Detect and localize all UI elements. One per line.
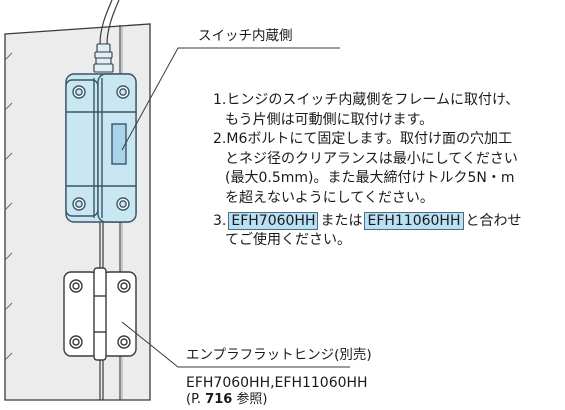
note-1-line-1: ヒンジのスイッチ内蔵側をフレームに取付け、 <box>226 92 520 108</box>
notes-list: 1.ヒンジのスイッチ内蔵側をフレームに取付け、 もう片側は可動側に取付けます。 … <box>213 91 558 251</box>
note-1-number: 1. <box>213 92 227 108</box>
note-2: 2.M6ボルトにて固定します。取付け面の穴加工 とネジ径のクリアランスは最小にし… <box>213 130 558 208</box>
note-3-tail: と合わせ <box>465 212 522 229</box>
note-1: 1.ヒンジのスイッチ内蔵側をフレームに取付け、 もう片側は可動側に取付けます。 <box>213 91 558 130</box>
cable <box>99 0 120 45</box>
switch-side-label: スイッチ内蔵側 <box>198 28 293 44</box>
note-2-number: 2. <box>213 131 227 148</box>
page-reference-suffix: 参照) <box>232 392 268 407</box>
note-2-line-4: を超えないようにしてください。 <box>225 189 434 206</box>
note-1-line-2: もう片側は可動側に取付けます。 <box>225 111 434 128</box>
cable-gland <box>93 43 114 73</box>
note-3-number: 3. <box>213 212 227 229</box>
page-reference-prefix: (P. <box>186 392 206 407</box>
leader-switch-side <box>121 47 340 151</box>
leader-lines <box>121 47 350 368</box>
leader-flat-hinge <box>121 321 350 368</box>
switch-hinge <box>65 73 137 223</box>
note-2-line-2: とネジ径のクリアランスは最小にしてください <box>225 150 518 167</box>
model-link-efh11060hh[interactable]: EFH11060HH <box>364 211 464 230</box>
flat-hinge <box>63 267 137 361</box>
note-3-mid: または <box>320 212 363 229</box>
page-reference: (P. 716 参照) <box>186 391 268 408</box>
model-link-efh7060hh[interactable]: EFH7060HH <box>228 211 319 230</box>
frame-hatching <box>4 52 13 361</box>
note-2-line-1: M6ボルトにて固定します。取付け面の穴加工 <box>226 131 512 148</box>
flat-hinge-label: エンプラフラットヒンジ(別売) <box>186 347 372 363</box>
page-reference-number[interactable]: 716 <box>205 392 233 407</box>
note-2-line-3: (最大0.5mm)。また最大締付けトルク5N・m <box>225 170 515 187</box>
note-3-line-2: てご使用ください。 <box>225 232 351 249</box>
flat-hinge-models: EFH7060HH,EFH11060HH <box>186 375 368 391</box>
